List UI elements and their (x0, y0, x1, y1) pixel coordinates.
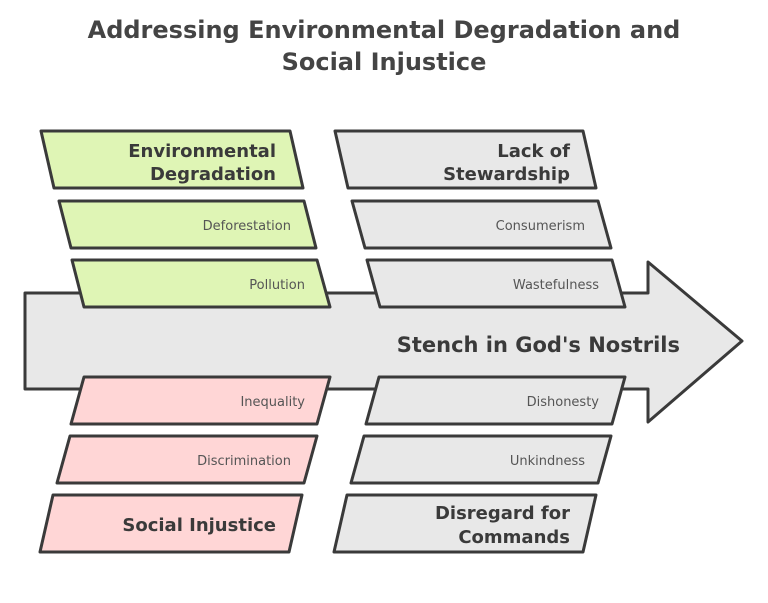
cause-label-unkindness: Unkindness (510, 454, 585, 469)
head-box-environmental (39, 129, 305, 190)
cause-label-discrimination: Discrimination (197, 454, 291, 469)
cause-label-inequality: Inequality (240, 395, 305, 410)
cause-box-discrimination (55, 434, 319, 485)
cause-label-pollution: Pollution (249, 278, 305, 293)
diagram-title: Addressing Environmental Degradation and… (0, 14, 768, 78)
cause-label-wastefulness: Wastefulness (513, 278, 599, 293)
head-label-commands-line2: Commands (458, 527, 570, 548)
title-line-1: Addressing Environmental Degradation and (87, 16, 681, 44)
cause-box-wastefulness (365, 258, 627, 309)
head-box-injustice (38, 493, 304, 554)
head-label-stewardship-line2: Stewardship (443, 164, 570, 185)
cause-box-consumerism (350, 199, 613, 250)
category-commands: Dishonesty Unkindness Disregard for Comm… (332, 375, 627, 554)
head-box-commands (332, 493, 598, 554)
head-label-environmental-line1: Environmental (128, 141, 276, 162)
cause-label-dishonesty: Dishonesty (527, 395, 600, 410)
cause-box-deforestation (57, 199, 318, 250)
cause-label-deforestation: Deforestation (203, 219, 291, 234)
head-label-commands-line1: Disregard for (435, 503, 570, 524)
cause-box-dishonesty (364, 375, 627, 426)
head-box-stewardship (333, 129, 598, 190)
cause-box-inequality (69, 375, 332, 426)
head-label-stewardship-line1: Lack of (497, 141, 570, 162)
cause-box-unkindness (349, 434, 613, 485)
cause-box-pollution (70, 258, 332, 309)
cause-label-consumerism: Consumerism (496, 219, 585, 234)
head-label-environmental-line2: Degradation (150, 164, 276, 185)
title-line-2: Social Injustice (281, 48, 487, 76)
category-injustice: Inequality Discrimination Social Injusti… (38, 375, 332, 554)
category-stewardship: Consumerism Wastefulness Lack of Steward… (333, 129, 627, 309)
category-environmental: Deforestation Pollution Environmental De… (39, 129, 332, 309)
head-label-injustice-line1: Social Injustice (122, 515, 276, 536)
effect-label: Stench in God's Nostrils (397, 333, 680, 357)
